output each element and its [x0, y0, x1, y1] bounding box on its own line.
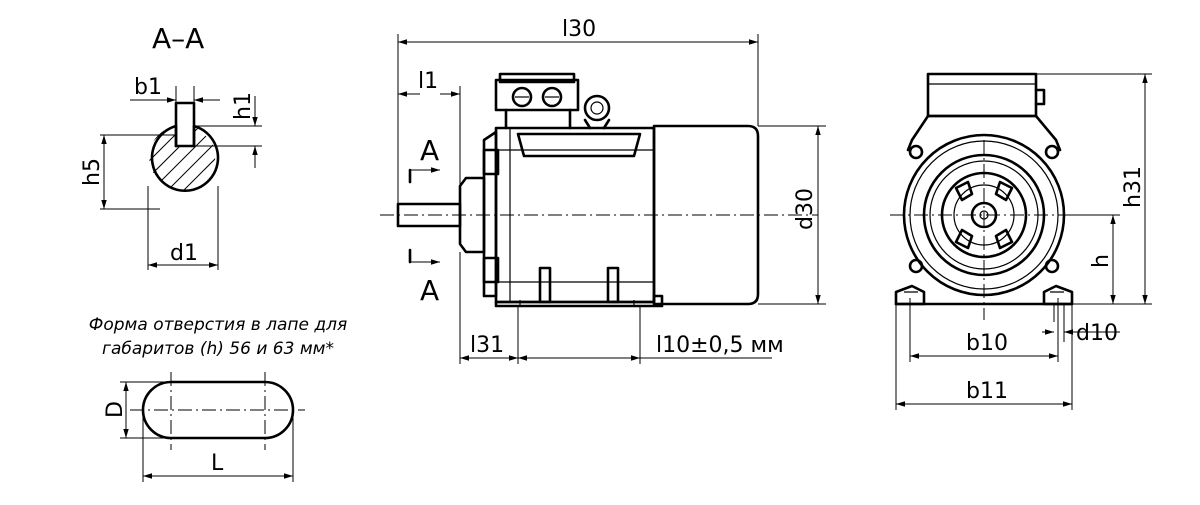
- section-mark-bottom: А: [420, 274, 439, 307]
- dim-D: D: [103, 401, 128, 418]
- feet: [494, 294, 664, 308]
- dim-d30: d30: [793, 188, 818, 230]
- dim-d10: d10: [1076, 321, 1118, 346]
- dim-l30: l30: [562, 17, 596, 42]
- dim-h5: h5: [80, 158, 105, 186]
- motor-side-view: А А l30 l1 d30 l31 l10±0,5 мм: [380, 17, 826, 364]
- dim-d1: d1: [170, 241, 198, 266]
- front-terminal-box: [926, 72, 1038, 118]
- front-shaft-end: [970, 201, 998, 229]
- hole-note-line2: габаритов (h) 56 и 63 мм*: [102, 339, 334, 359]
- fan-cover: [652, 124, 760, 306]
- dim-l10: l10±0,5 мм: [656, 333, 784, 358]
- dim-h1: h1: [231, 92, 256, 120]
- shaft-section-outline: [150, 124, 220, 193]
- section-a-a: А–А b1 h1: [80, 22, 262, 270]
- dim-b11: b11: [966, 379, 1008, 404]
- dim-L: L: [211, 451, 224, 476]
- lifting-eye: [583, 94, 611, 122]
- motor-front-view: h31 h b10 d10 b11: [890, 72, 1152, 410]
- dim-h31: h31: [1121, 166, 1146, 208]
- front-outer-ring: [902, 133, 1066, 297]
- dim-h: h: [1089, 254, 1114, 268]
- section-mark-top: А: [420, 134, 439, 167]
- dim-b10: b10: [966, 331, 1008, 356]
- key-outline: [174, 101, 196, 148]
- hole-note-line1: Форма отверстия в лапе для: [89, 315, 348, 335]
- dim-b1: b1: [134, 75, 162, 100]
- section-title: А–А: [152, 22, 204, 55]
- terminal-box: [494, 78, 580, 112]
- dim-l1: l1: [418, 69, 438, 94]
- dim-l31: l31: [470, 333, 504, 358]
- foot-hole-shape: Форма отверстия в лапе для габаритов (h)…: [89, 315, 348, 482]
